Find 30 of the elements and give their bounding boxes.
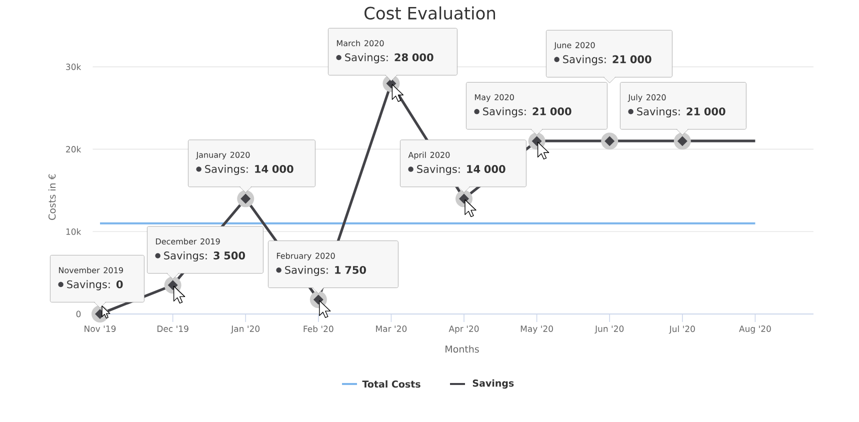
x-tick-label: Apr '20 [448,326,479,334]
x-tick-label: Jan '20 [230,326,260,334]
tooltip-box: March 2020 Savings: 28 000 [328,28,458,82]
y-tick-label: 30k [66,63,82,70]
axis-title: Costs in € [48,174,56,220]
axis-title: Months [446,345,479,353]
x-tick-label: Jun '20 [594,326,624,334]
tooltip-box: January 2020 Savings: 14 000 [188,140,316,193]
x-tick-label: Dec '19 [157,326,188,332]
tooltip-box: December 2019 Savings: 3 500 [147,226,264,280]
x-tick-label: Aug '20 [739,326,771,334]
x-tick-label: Feb '20 [304,326,334,332]
y-tick-label: 20k [66,146,82,152]
tooltip-box: November 2019 Savings: 0 [50,255,144,308]
y-tick-label: 10k [66,228,82,235]
tooltip-box: February 2020 Savings: 1 750 [268,240,398,294]
y-tick-label: 0 [76,310,81,318]
tooltip-box: April 2020 Savings: 14 000 [400,140,526,193]
chart-title: Cost Evaluation [364,6,496,20]
x-tick-label: Jul '20 [668,326,695,334]
legend-item: Savings [450,379,514,389]
legend-label: Savings [472,379,514,389]
tooltip-box: June 2020 Savings: 21 000 [546,30,672,84]
tooltip-box: July 2020 Savings: 21 000 [620,82,746,136]
legend-item: Total Costs [342,380,420,388]
x-tick-label: Nov '19 [84,326,116,332]
x-tick-label: May '20 [520,326,553,334]
legend-label: Total Costs [362,380,420,388]
x-tick-label: Mar '20 [376,326,407,332]
tooltip-box: May 2020 Savings: 21 000 [466,82,608,136]
